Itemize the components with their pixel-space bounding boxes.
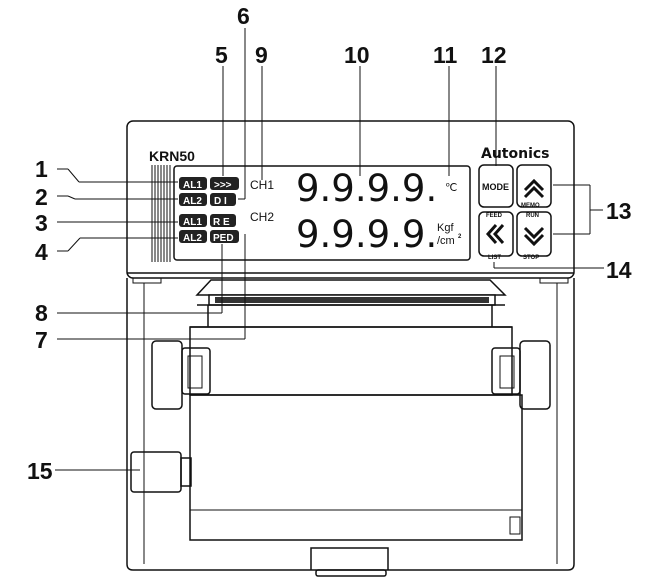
leader-lines bbox=[55, 28, 604, 471]
callout-4: 4 bbox=[35, 239, 48, 265]
callout-3: 3 bbox=[35, 210, 48, 236]
callout-8: 8 bbox=[35, 300, 48, 326]
ch2-unit-line2: /cm bbox=[437, 235, 455, 247]
memo-label: MEMO bbox=[521, 203, 540, 209]
bottom-tab bbox=[310, 547, 389, 577]
callout-12: 12 bbox=[481, 42, 507, 68]
mode-key-label: MODE bbox=[482, 182, 509, 192]
indicator-al2-top-text: AL2 bbox=[183, 196, 202, 207]
indicator-ped-text: PED bbox=[213, 233, 234, 244]
callout-11: 11 bbox=[433, 42, 458, 68]
ch1-unit: ℃ bbox=[445, 182, 457, 194]
list-label: LIST bbox=[488, 255, 501, 261]
callout-7: 7 bbox=[35, 327, 48, 353]
up-memo-key[interactable]: MEMO bbox=[516, 164, 552, 209]
callout-15: 15 bbox=[27, 458, 53, 484]
print-head-assembly bbox=[190, 279, 512, 328]
ch2-value: 9.9.9.9. bbox=[296, 213, 437, 256]
mode-key[interactable]: MODE bbox=[478, 164, 514, 208]
callout-1: 1 bbox=[35, 156, 48, 182]
indicator-fast: >>> bbox=[210, 177, 239, 191]
device-housing bbox=[126, 120, 575, 571]
indicator-re: R E bbox=[210, 214, 236, 228]
indicator-ped: PED bbox=[210, 230, 239, 244]
ch1-value: 9.9.9.9. bbox=[296, 167, 437, 210]
callout-2: 2 bbox=[35, 184, 48, 210]
indicator-di: D I bbox=[210, 193, 236, 207]
ch1-label: CH1 bbox=[250, 178, 274, 192]
ch2-label: CH2 bbox=[250, 210, 274, 224]
double-chevron-down-icon bbox=[523, 226, 545, 247]
indicator-fast-text: >>> bbox=[214, 180, 232, 191]
side-latch bbox=[130, 451, 192, 493]
callout-13: 13 bbox=[606, 198, 632, 224]
brand-logo: Autonics bbox=[481, 146, 550, 162]
callout-6: 6 bbox=[237, 3, 250, 29]
stop-label: STOP bbox=[523, 255, 539, 261]
indicator-al1-top: AL1 bbox=[179, 177, 207, 191]
indicator-al2-bottom-text: AL2 bbox=[183, 233, 202, 244]
indicator-al1-top-text: AL1 bbox=[183, 180, 202, 191]
ch2-unit-line1: Kgf bbox=[437, 222, 454, 234]
feed-list-key[interactable]: FEED LIST bbox=[478, 211, 514, 261]
indicator-al2-bottom: AL2 bbox=[179, 230, 207, 244]
callout-5: 5 bbox=[215, 42, 228, 68]
model-label: KRN50 bbox=[149, 148, 195, 164]
down-run-key[interactable]: RUN STOP bbox=[516, 211, 552, 261]
feed-label: FEED bbox=[486, 213, 503, 219]
paper-tray bbox=[189, 394, 523, 541]
indicator-di-text: D I bbox=[214, 196, 227, 207]
indicator-al1-bottom: AL1 bbox=[179, 214, 207, 228]
callout-9: 9 bbox=[255, 42, 268, 68]
indicator-re-text: R E bbox=[213, 217, 230, 228]
ch2-unit-sup: 2 bbox=[458, 234, 462, 240]
callout-10: 10 bbox=[344, 42, 370, 68]
callout-14: 14 bbox=[606, 257, 632, 283]
indicator-al1-bottom-text: AL1 bbox=[183, 217, 202, 228]
double-chevron-up-icon bbox=[523, 178, 545, 199]
double-chevron-left-icon bbox=[485, 224, 505, 244]
lcd-display bbox=[173, 165, 471, 261]
indicator-al2-top: AL2 bbox=[179, 193, 207, 207]
faceplate-texture bbox=[151, 165, 171, 262]
run-label: RUN bbox=[526, 213, 539, 219]
